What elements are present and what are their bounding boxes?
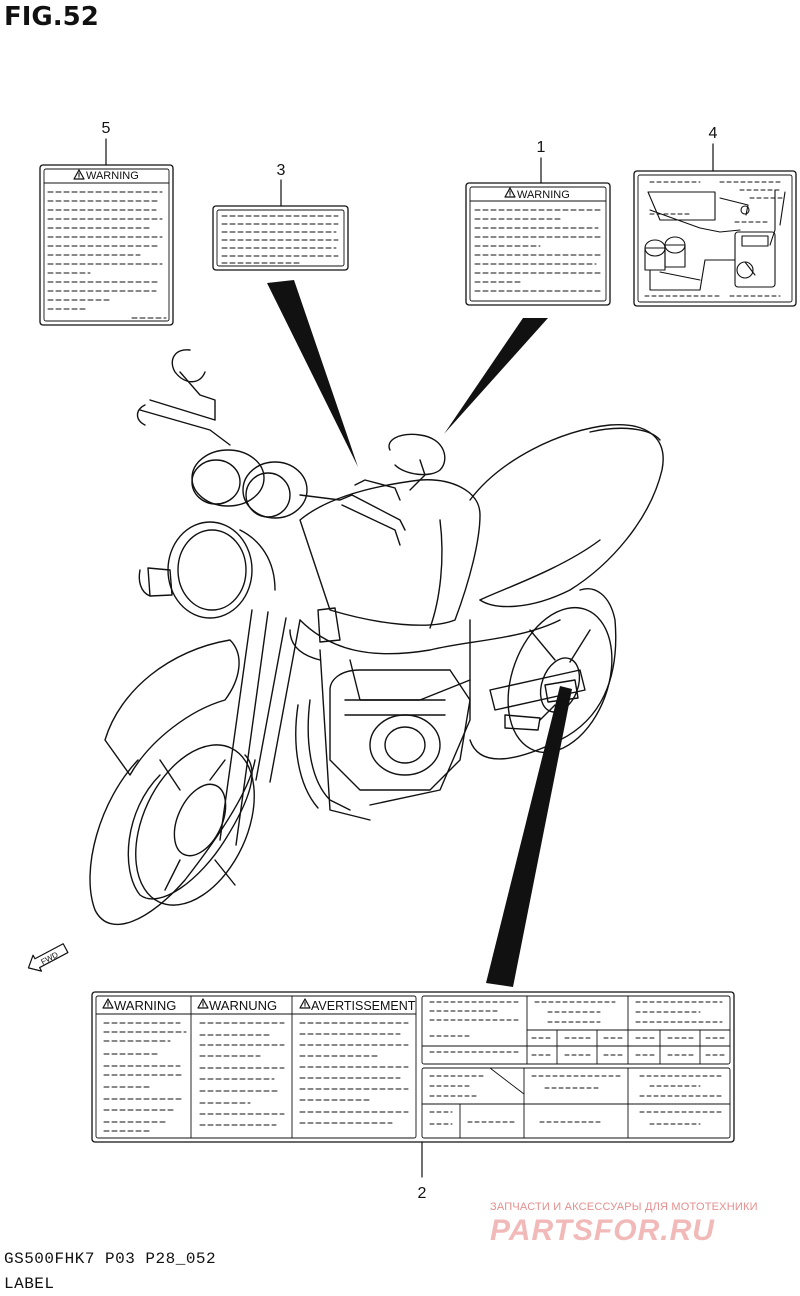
watermark-brand: PARTSFOR.RU xyxy=(490,1214,715,1247)
callout-3: 3 xyxy=(277,162,286,179)
label-5-heading: WARNING xyxy=(86,170,139,182)
forward-arrow-icon: FWD xyxy=(27,943,69,972)
label-1-heading: WARNING xyxy=(517,189,570,201)
motorcycle-illustration xyxy=(89,349,664,926)
label-3 xyxy=(212,205,349,271)
label-2-warnung: WARNUNG xyxy=(209,998,277,1013)
callout-5: 5 xyxy=(102,120,111,137)
label-2-multilingual: WARNING WARNUNG AVERTISSEMENT xyxy=(91,991,735,1143)
watermark-tagline: ЗАПЧАСТИ И АКСЕССУАРЫ ДЛЯ МОТОТЕХНИКИ xyxy=(490,1201,758,1213)
callout-2: 2 xyxy=(418,1185,427,1202)
callout-1: 1 xyxy=(537,139,546,156)
callout-4: 4 xyxy=(709,125,718,142)
label-2-avertissement: AVERTISSEMENT xyxy=(311,999,416,1013)
diagram-code: GS500FHK7 P03 P28_052 xyxy=(4,1250,217,1268)
diagram-name: LABEL xyxy=(4,1275,55,1293)
label-1-warning: WARNING xyxy=(465,182,611,306)
label-2-warning: WARNING xyxy=(114,998,176,1013)
label-4-schematic xyxy=(633,170,797,307)
label-5-warning: WARNING xyxy=(39,164,174,326)
pointer-wedges xyxy=(267,280,572,987)
figure-title: FIG.52 xyxy=(4,2,99,32)
leader-lines xyxy=(105,138,714,1178)
